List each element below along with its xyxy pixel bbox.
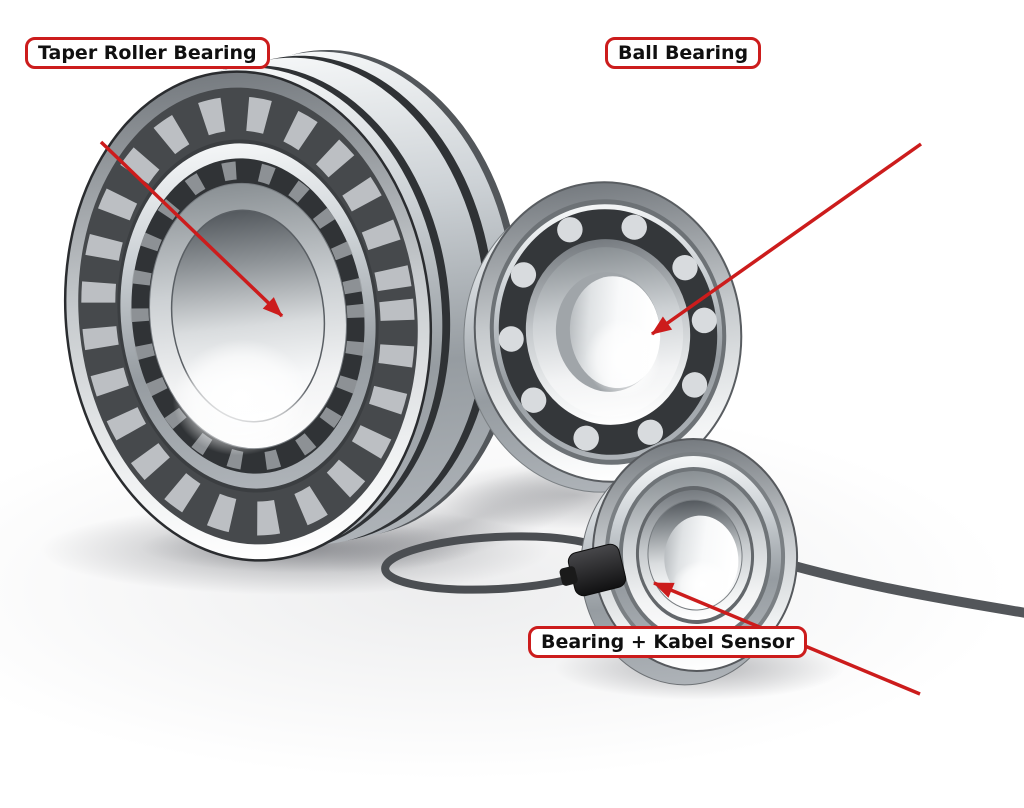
label-bearing-kabel-sensor: Bearing + Kabel Sensor — [528, 626, 808, 658]
arrow-ball-bearing — [650, 142, 923, 336]
ball-bearing-illustration — [463, 181, 743, 493]
sensor-block — [559, 543, 627, 597]
arrow-taper-roller-bearing — [99, 140, 284, 318]
roller-row — [81, 96, 415, 536]
inner-roller-row — [130, 161, 366, 471]
label-taper-roller-bearing: Taper Roller Bearing — [25, 37, 270, 69]
label-ball-bearing: Ball Bearing — [605, 37, 762, 69]
balls — [498, 209, 718, 455]
